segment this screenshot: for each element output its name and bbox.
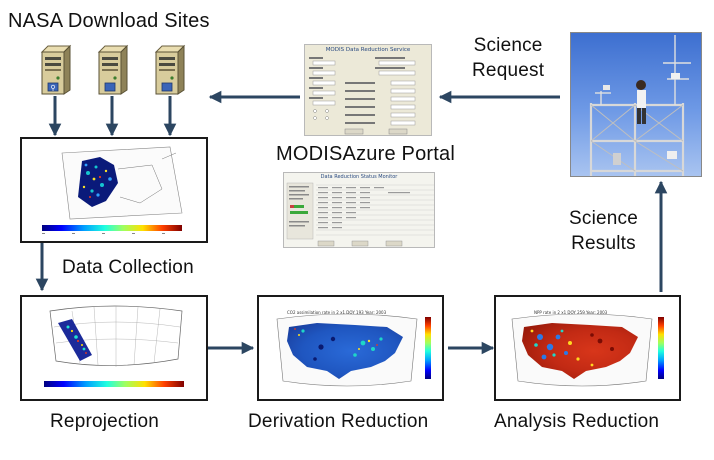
reprojection-label: Reprojection	[50, 411, 160, 432]
data-collection-box	[20, 137, 208, 243]
portal-service-title: MODIS Data Reduction Service	[325, 47, 411, 53]
server-icon	[97, 44, 129, 95]
science-results-label: Science Results	[569, 208, 638, 254]
nasa-download-sites-label: NASA Download Sites	[8, 10, 210, 32]
portal-monitor-table	[286, 182, 434, 247]
analysis-map-title: NPP rate in 2 x1 DOY 259 Year: 2003	[534, 310, 608, 315]
data-collection-label: Data Collection	[62, 257, 194, 278]
modis-swath-map	[42, 146, 183, 234]
colorbar	[425, 317, 431, 379]
modisazure-portal-label: MODISAzure Portal	[276, 143, 456, 165]
portal-service-form	[309, 57, 416, 135]
colorbar	[658, 317, 664, 379]
analysis-reduction-label: Analysis Reduction	[494, 411, 660, 432]
reprojection-box	[20, 295, 208, 401]
server-icon: ⚲	[40, 44, 72, 95]
science-tower-photo	[570, 32, 702, 177]
portal-monitor-title: Data Reduction Status Monitor	[320, 174, 398, 180]
portal-service-screenshot: MODIS Data Reduction Service	[304, 44, 432, 136]
server-icon	[154, 44, 186, 95]
svg-text:⚲: ⚲	[50, 84, 55, 92]
derivation-reduction-box: CO2 assimilation rate in 2 x1 DOY 193 Ye…	[257, 295, 444, 401]
colorbar	[42, 225, 182, 231]
portal-monitor-screenshot: Data Reduction Status Monitor	[283, 172, 435, 248]
derivation-map	[276, 313, 431, 387]
derivation-map-title: CO2 assimilation rate in 2 x1 DOY 193 Ye…	[287, 310, 387, 315]
science-request-label: Science Request	[472, 35, 545, 81]
analysis-map	[511, 313, 664, 387]
colorbar	[44, 381, 184, 387]
reprojected-map	[44, 305, 184, 387]
analysis-reduction-box: NPP rate in 2 x1 DOY 259 Year: 2003	[494, 295, 681, 401]
derivation-reduction-label: Derivation Reduction	[248, 411, 429, 432]
